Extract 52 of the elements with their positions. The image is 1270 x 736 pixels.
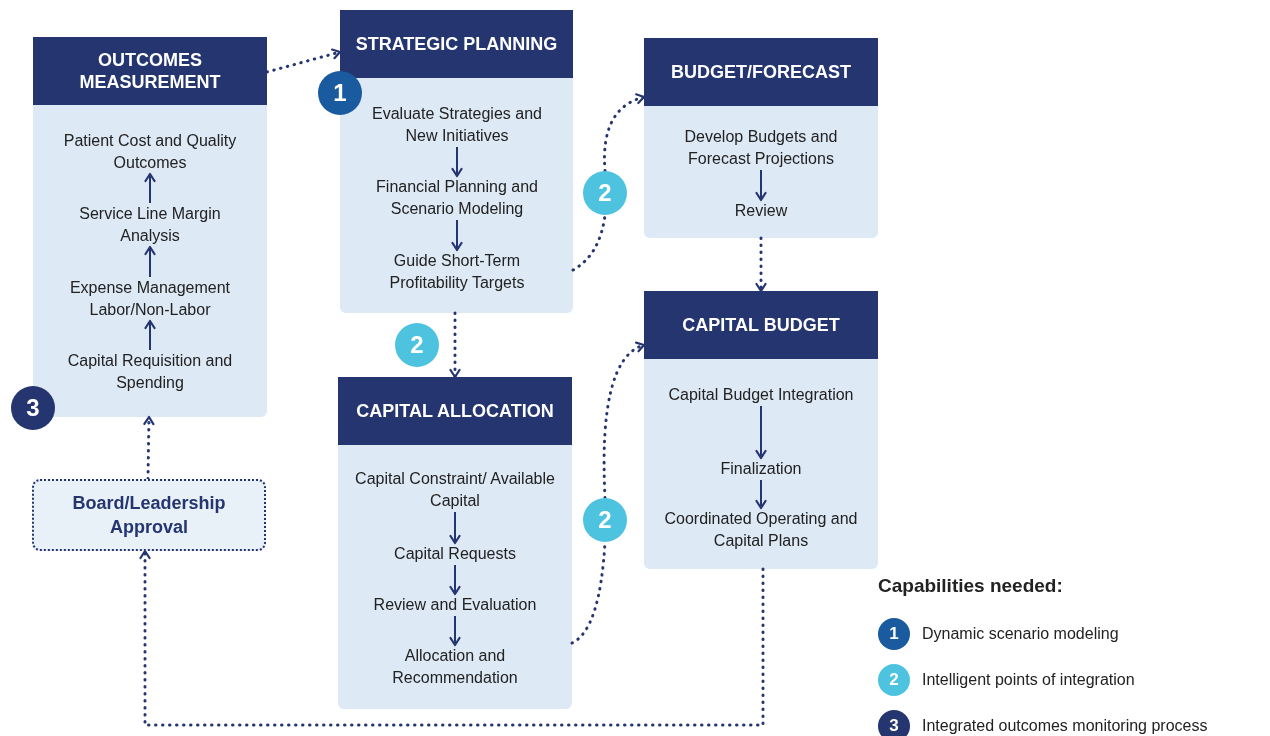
arrow	[451, 219, 463, 252]
legend-label: Integrated outcomes monitoring process	[922, 717, 1208, 735]
process-step: Capital Constraint/ Available Capital	[355, 468, 555, 512]
process-step: Capital Budget Integration	[661, 384, 861, 406]
process-step: Service Line Margin Analysis	[50, 203, 250, 247]
process-step: Develop Budgets and Forecast Projections	[661, 126, 861, 170]
arrow	[755, 405, 767, 460]
number-badge: 3	[11, 386, 55, 430]
arrow	[144, 319, 156, 351]
number-badge: 2	[583, 171, 627, 215]
dotted-arrow	[602, 342, 646, 500]
card-header: CAPITAL ALLOCATION	[338, 377, 572, 445]
arrow	[144, 245, 156, 278]
number-badge: 1	[318, 71, 362, 115]
card-header: STRATEGIC PLANNING	[340, 10, 573, 78]
process-step: Finalization	[661, 458, 861, 480]
process-step: Expense Management Labor/Non-Labor	[50, 277, 250, 321]
process-step: Guide Short-Term Profitability Targets	[357, 250, 557, 294]
card-header: CAPITAL BUDGET	[644, 291, 878, 359]
process-step: Allocation and Recommendation	[355, 645, 555, 689]
card-header: OUTCOMES MEASUREMENT	[33, 37, 267, 105]
process-step: Patient Cost and Quality Outcomes	[50, 130, 250, 174]
legend-label: Dynamic scenario modeling	[922, 625, 1119, 643]
process-step: Review and Evaluation	[355, 594, 555, 616]
card-header: BUDGET/FORECAST	[644, 38, 878, 106]
approval-box: Board/Leadership Approval	[32, 479, 266, 551]
arrow	[755, 479, 767, 510]
arrow	[755, 169, 767, 202]
legend-swatch: 1	[878, 618, 910, 650]
process-card	[644, 38, 878, 238]
arrow	[449, 564, 461, 596]
dotted-arrow	[139, 549, 765, 727]
number-badge: 2	[583, 498, 627, 542]
legend-swatch: 3	[878, 710, 910, 736]
arrow	[449, 615, 461, 647]
arrow	[451, 146, 463, 178]
dotted-arrow	[143, 415, 155, 481]
dotted-arrow	[755, 236, 767, 293]
arrow	[449, 511, 461, 545]
legend-title: Capabilities needed:	[878, 575, 1064, 597]
arrow	[144, 172, 156, 204]
process-card	[338, 377, 572, 709]
legend-label: Intelligent points of integration	[922, 671, 1135, 689]
process-card	[644, 291, 878, 569]
process-step: Capital Requests	[355, 543, 555, 565]
process-step: Financial Planning and Scenario Modeling	[357, 176, 557, 220]
dotted-arrow	[449, 311, 461, 379]
process-step: Coordinated Operating and Capital Plans	[661, 508, 861, 552]
process-step: Review	[661, 200, 861, 222]
legend-swatch: 2	[878, 664, 910, 696]
dotted-arrow	[603, 93, 646, 173]
number-badge: 2	[395, 323, 439, 367]
